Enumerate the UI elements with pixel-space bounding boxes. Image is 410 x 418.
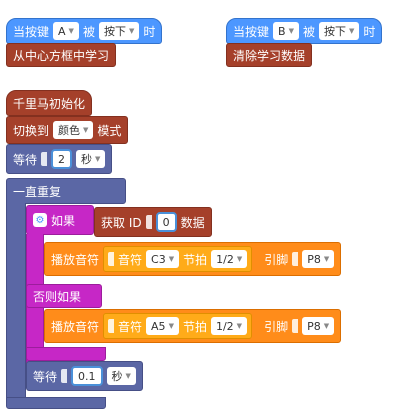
hat-b-prefix: 当按键 xyxy=(233,24,270,39)
gear-icon[interactable]: ⚙ xyxy=(33,213,47,227)
forever-arm xyxy=(6,203,26,399)
pin2-label: 引脚 xyxy=(264,319,289,334)
input-socket xyxy=(145,215,152,229)
forever-label: 一直重复 xyxy=(13,184,62,199)
forever-block[interactable]: 一直重复 xyxy=(6,178,126,204)
hat-a-suffix: 时 xyxy=(143,24,156,39)
wait2-value-input[interactable]: 0.1 xyxy=(71,366,103,386)
clear-data-label: 清除学习数据 xyxy=(233,48,306,63)
beat2-label: 节拍 xyxy=(182,319,207,334)
note2-value: A5 xyxy=(151,319,166,333)
note1-dropdown[interactable]: C3▼ xyxy=(146,250,180,268)
input-socket xyxy=(41,152,48,166)
play1-label: 播放音符 xyxy=(51,252,100,267)
mode-dropdown[interactable]: 颜色▼ xyxy=(53,121,94,139)
chevron-down-icon: ▼ xyxy=(348,27,355,35)
key-a-dropdown[interactable]: A▼ xyxy=(53,22,79,40)
wait2-unit-value: 秒 xyxy=(111,370,123,383)
if-block[interactable]: ⚙ 如果 xyxy=(26,205,94,235)
init-label: 千里马初始化 xyxy=(13,96,86,111)
pin1-value: P8 xyxy=(307,252,321,266)
switch-mode-block[interactable]: 切换到 颜色▼ 模式 xyxy=(6,116,129,144)
wait1-unit-dropdown[interactable]: 秒▼ xyxy=(76,150,106,168)
data-label: 数据 xyxy=(180,215,205,230)
play-note-block-2[interactable]: 播放音符 音符 A5▼ 节拍 1/2▼ 引脚 P8▼ xyxy=(44,309,342,343)
if-bottom xyxy=(26,347,106,361)
chevron-down-icon: ▼ xyxy=(128,27,135,35)
beat2-dropdown[interactable]: 1/2▼ xyxy=(210,317,248,335)
note-param-1[interactable]: 音符 C3▼ 节拍 1/2▼ xyxy=(103,246,253,272)
if-label: 如果 xyxy=(51,213,76,228)
else-if-block[interactable]: 否则如果 xyxy=(26,284,102,308)
chevron-down-icon: ▼ xyxy=(288,27,294,35)
chevron-down-icon: ▼ xyxy=(168,255,175,263)
input-socket xyxy=(108,252,115,266)
chevron-down-icon: ▼ xyxy=(95,155,101,163)
hat-b-mid: 被 xyxy=(302,24,315,39)
wait1-label: 等待 xyxy=(13,152,38,167)
wait-block-2[interactable]: 等待 0.1 秒▼ xyxy=(26,361,143,391)
input-socket xyxy=(61,369,68,383)
chevron-down-icon: ▼ xyxy=(323,255,330,263)
pin1-label: 引脚 xyxy=(264,252,289,267)
beat1-value: 1/2 xyxy=(216,252,234,266)
action-b-dropdown[interactable]: 按下▼ xyxy=(318,22,360,40)
chevron-down-icon: ▼ xyxy=(168,322,174,330)
id-value-input[interactable]: 0 xyxy=(155,212,177,232)
note2-label: 音符 xyxy=(118,319,143,334)
wait2-unit-dropdown[interactable]: 秒▼ xyxy=(106,367,136,385)
note-param-2[interactable]: 音符 A5▼ 节拍 1/2▼ xyxy=(103,313,253,339)
wait1-value-input[interactable]: 2 xyxy=(51,149,73,169)
key-b-value: B xyxy=(278,24,286,38)
else-if-label: 否则如果 xyxy=(33,289,82,304)
mode-value: 颜色 xyxy=(58,124,81,137)
input-socket xyxy=(108,319,115,333)
wait2-label: 等待 xyxy=(33,369,58,384)
pin2-dropdown[interactable]: P8▼ xyxy=(302,317,335,335)
play2-label: 播放音符 xyxy=(51,319,100,334)
beat1-label: 节拍 xyxy=(183,252,208,267)
chevron-down-icon: ▼ xyxy=(125,372,131,380)
note1-value: C3 xyxy=(151,252,166,266)
beat2-value: 1/2 xyxy=(215,319,234,333)
wait1-unit-value: 秒 xyxy=(81,153,93,166)
chevron-down-icon: ▼ xyxy=(68,27,74,35)
hat-a-mid: 被 xyxy=(82,24,95,39)
action-a-value: 按下 xyxy=(103,25,126,38)
pin2-value: P8 xyxy=(307,319,321,333)
forever-bottom xyxy=(6,397,106,409)
get-id-block[interactable]: 获取 ID 0 数据 xyxy=(94,207,212,237)
switch-suffix: 模式 xyxy=(97,123,122,138)
switch-prefix: 切换到 xyxy=(13,123,50,138)
beat1-dropdown[interactable]: 1/2▼ xyxy=(211,250,248,268)
learn-center-label: 从中心方框中学习 xyxy=(13,48,110,63)
input-socket xyxy=(292,319,299,333)
key-a-value: A xyxy=(58,24,66,38)
note2-dropdown[interactable]: A5▼ xyxy=(146,317,179,335)
key-b-dropdown[interactable]: B▼ xyxy=(273,22,299,40)
init-block[interactable]: 千里马初始化 xyxy=(6,90,93,116)
action-b-value: 按下 xyxy=(323,25,346,38)
when-key-b-pressed-block[interactable]: 当按键 B▼ 被 按下▼ 时 xyxy=(226,18,383,44)
learn-center-block[interactable]: 从中心方框中学习 xyxy=(6,43,117,67)
hat-b-suffix: 时 xyxy=(363,24,376,39)
when-key-a-pressed-block[interactable]: 当按键 A▼ 被 按下▼ 时 xyxy=(6,18,163,44)
chevron-down-icon: ▼ xyxy=(236,255,243,263)
chevron-down-icon: ▼ xyxy=(83,126,89,134)
wait-block-1[interactable]: 等待 2 秒▼ xyxy=(6,144,113,174)
hat-a-prefix: 当按键 xyxy=(13,24,50,39)
chevron-down-icon: ▼ xyxy=(236,322,243,330)
get-id-label: 获取 ID xyxy=(101,215,142,230)
clear-data-block[interactable]: 清除学习数据 xyxy=(226,43,313,67)
note1-label: 音符 xyxy=(118,252,143,267)
pin1-dropdown[interactable]: P8▼ xyxy=(302,250,335,268)
play-note-block-1[interactable]: 播放音符 音符 C3▼ 节拍 1/2▼ 引脚 P8▼ xyxy=(44,242,342,276)
chevron-down-icon: ▼ xyxy=(323,322,330,330)
input-socket xyxy=(292,252,299,266)
action-a-dropdown[interactable]: 按下▼ xyxy=(98,22,140,40)
